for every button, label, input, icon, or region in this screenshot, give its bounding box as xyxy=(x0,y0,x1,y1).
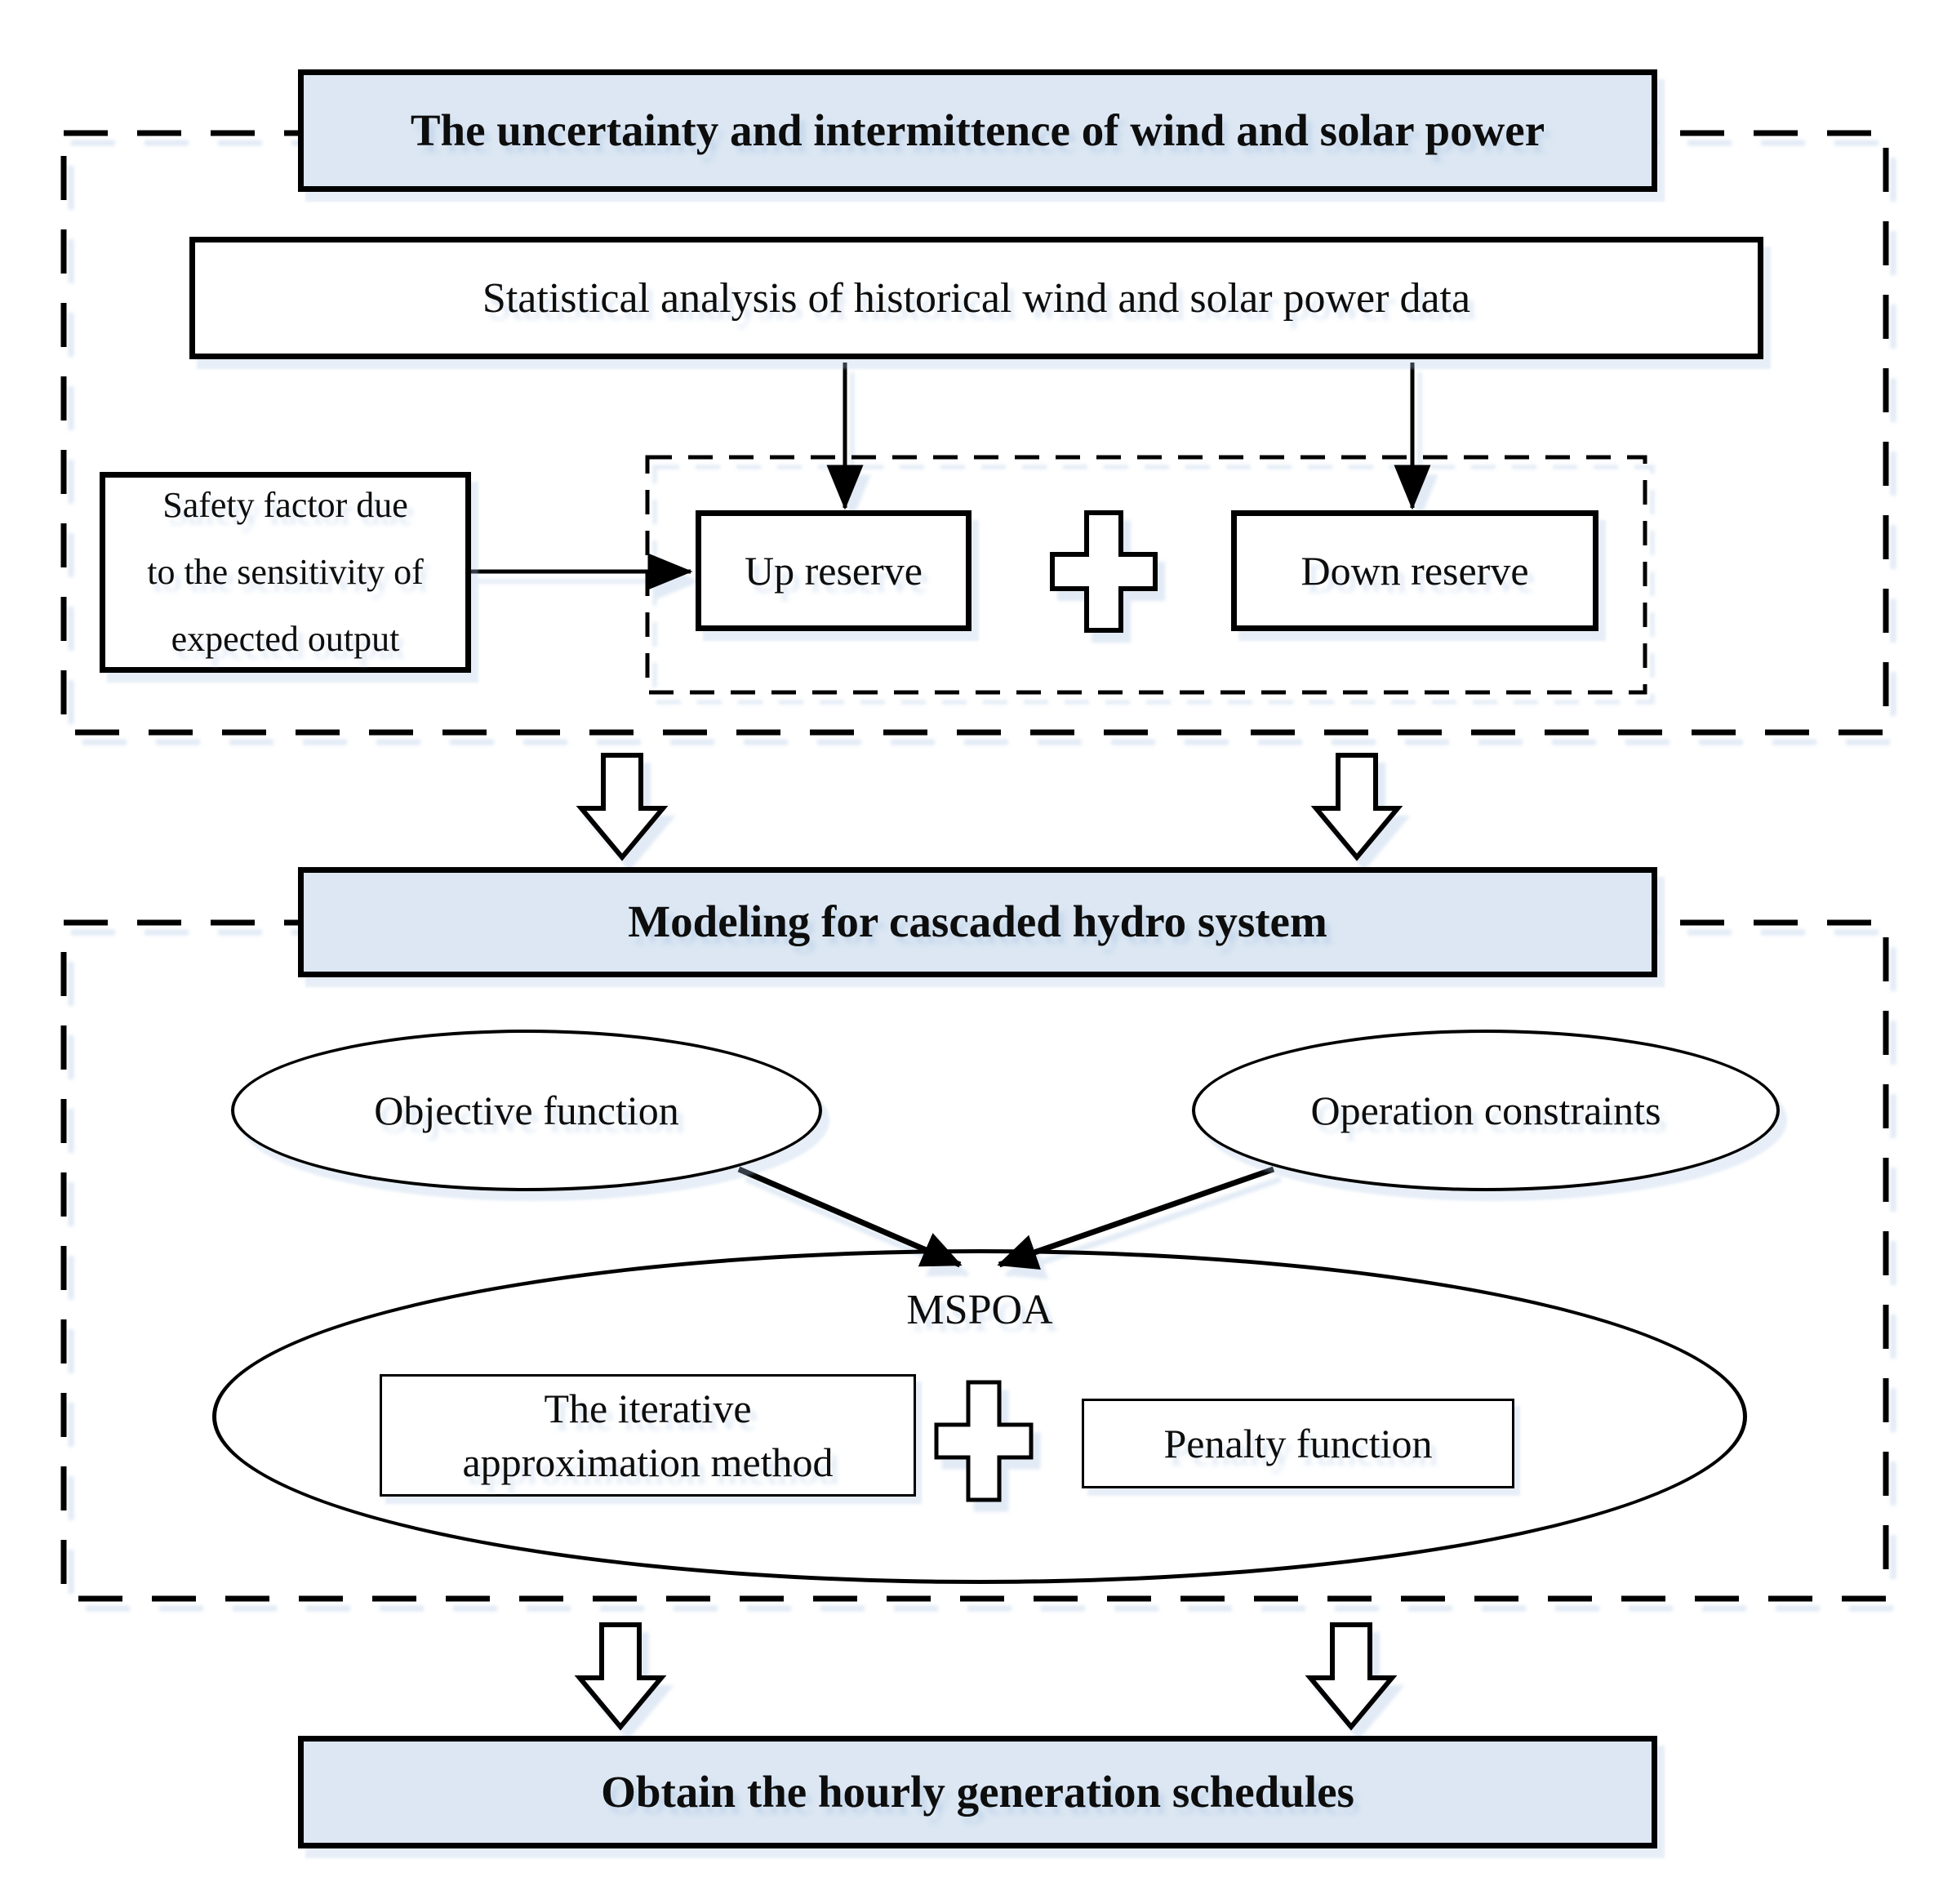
iterative-method-line-1: The iterative xyxy=(544,1386,752,1431)
statistical-analysis-box: Statistical analysis of historical wind … xyxy=(189,237,1763,359)
iterative-method-line-2: approximation method xyxy=(462,1439,834,1485)
arrow-constraints-to-mspoa xyxy=(997,1166,1275,1270)
iterative-method-box: The iterative approximation method xyxy=(380,1374,916,1497)
safety-factor-box: Safety factor due to the sensitivity of … xyxy=(100,472,471,673)
down-reserve-box: Down reserve xyxy=(1231,510,1598,631)
arrow-objective-to-mspoa xyxy=(737,1166,963,1268)
top-section-title: The uncertainty and intermittence of win… xyxy=(298,69,1657,192)
safety-factor-line-1: Safety factor due xyxy=(162,485,408,525)
safety-factor-line-2: to the sensitivity of xyxy=(147,552,424,592)
operation-constraints-ellipse: Operation constraints xyxy=(1192,1030,1780,1191)
hollow-arrow-top-right xyxy=(1310,753,1403,861)
objective-function-ellipse: Objective function xyxy=(231,1030,822,1191)
bottom-section-title: Obtain the hourly generation schedules xyxy=(298,1736,1657,1848)
hollow-arrow-bottom-right xyxy=(1305,1622,1398,1731)
plus-icon-reserves xyxy=(1050,510,1158,633)
mspoa-ellipse xyxy=(212,1249,1747,1584)
up-reserve-box: Up reserve xyxy=(696,510,972,631)
mspoa-label: MSPOA xyxy=(906,1286,1053,1333)
reserve-dashed-container xyxy=(645,455,1647,695)
safety-factor-line-3: expected output xyxy=(171,619,400,659)
hollow-arrow-bottom-left xyxy=(574,1622,667,1731)
hollow-arrow-top-left xyxy=(576,753,669,861)
penalty-function-box: Penalty function xyxy=(1082,1399,1514,1488)
middle-section-title: Modeling for cascaded hydro system xyxy=(298,867,1657,977)
